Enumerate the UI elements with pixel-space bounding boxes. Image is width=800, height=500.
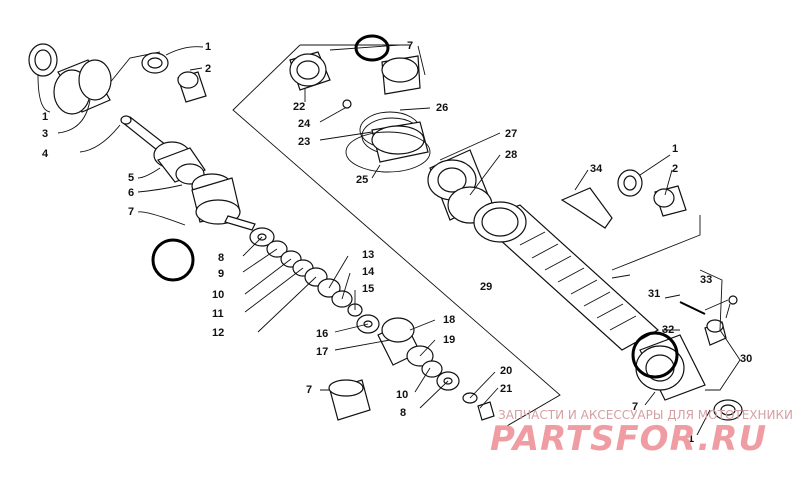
callout-1: 1 [205,41,211,53]
callout-7: 7 [407,40,413,52]
callout-11: 11 [212,308,224,320]
pin-31 [679,301,706,315]
callout-10: 10 [396,389,408,401]
collar-23 [371,121,429,163]
callout-3: 3 [42,128,48,140]
callout-9: 9 [218,268,224,280]
callout-8: 8 [218,252,224,264]
callout-1: 1 [672,143,678,155]
callout-20: 20 [500,365,512,377]
lower-body [635,334,706,401]
callout-26: 26 [436,102,448,114]
sleeve-2 [177,71,207,103]
callout-19: 19 [443,334,455,346]
callout-12: 12 [212,327,224,339]
seal-head-6 [191,173,256,231]
callout-25: 25 [356,174,368,186]
callout-17: 17 [316,346,328,358]
bumper-5 [153,141,206,185]
callout-18: 18 [443,314,455,326]
callout-31: 31 [648,288,660,300]
valve-30 [704,319,727,346]
callout-32: 32 [662,324,674,336]
callout-10: 10 [212,289,224,301]
callout-4: 4 [42,148,49,160]
callout-34: 34 [590,163,603,175]
bushing-1-small [141,52,169,74]
cover-34 [560,187,613,229]
coil-spring-29 [473,201,660,351]
body-cap-22 [289,51,331,91]
watermark: ЗАПЧАСТИ И АКСЕССУАРЫ ДЛЯ МОТОТЕХНИКИ PA… [490,408,793,459]
o-ring-7a [151,238,195,282]
callout-15: 15 [362,283,374,295]
watermark-tagline: ЗАПЧАСТИ И АКСЕССУАРЫ ДЛЯ МОТОТЕХНИКИ [498,408,793,422]
leader-lines [37,44,741,436]
retainer-25 [345,131,431,173]
callout-1: 1 [42,111,48,123]
callout-5: 5 [128,172,134,184]
callout-23: 23 [298,136,310,148]
watermark-logo: PARTSFOR.RU [490,419,767,459]
callout-28: 28 [505,149,517,161]
callout-2: 2 [205,63,211,75]
callout-33: 33 [700,274,712,286]
callout-16: 16 [316,328,328,340]
screw-33 [725,295,738,319]
callout-7: 7 [632,401,638,413]
callout-7: 7 [128,206,134,218]
callout-8: 8 [400,407,406,419]
callout-29: 29 [480,281,492,293]
wear-band-7c [328,379,371,421]
callout-21: 21 [500,383,512,395]
callout-13: 13 [362,249,374,261]
sleeve-2-right [653,185,687,217]
ball-24 [342,99,352,109]
callout-1: 1 [688,433,694,445]
callout-6: 6 [128,187,134,199]
top-mount-bushing-1 [28,43,58,77]
o-ring-32 [631,331,679,379]
wear-band-7-top [381,55,421,95]
group-bracket [99,44,729,431]
callout-2: 2 [672,163,678,175]
callout-24: 24 [298,118,311,130]
callout-30: 30 [740,353,752,365]
callouts: 1 1 2 3 4 5 6 7 7 22 24 23 26 27 28 25 3… [42,40,752,445]
callout-7: 7 [306,384,312,396]
callout-22: 22 [293,101,305,113]
bushing-1-bottom [713,399,743,421]
callout-14: 14 [362,266,375,278]
bushing-1-right-top [617,169,643,197]
eyelet-3 [53,59,112,115]
callout-27: 27 [505,128,517,140]
